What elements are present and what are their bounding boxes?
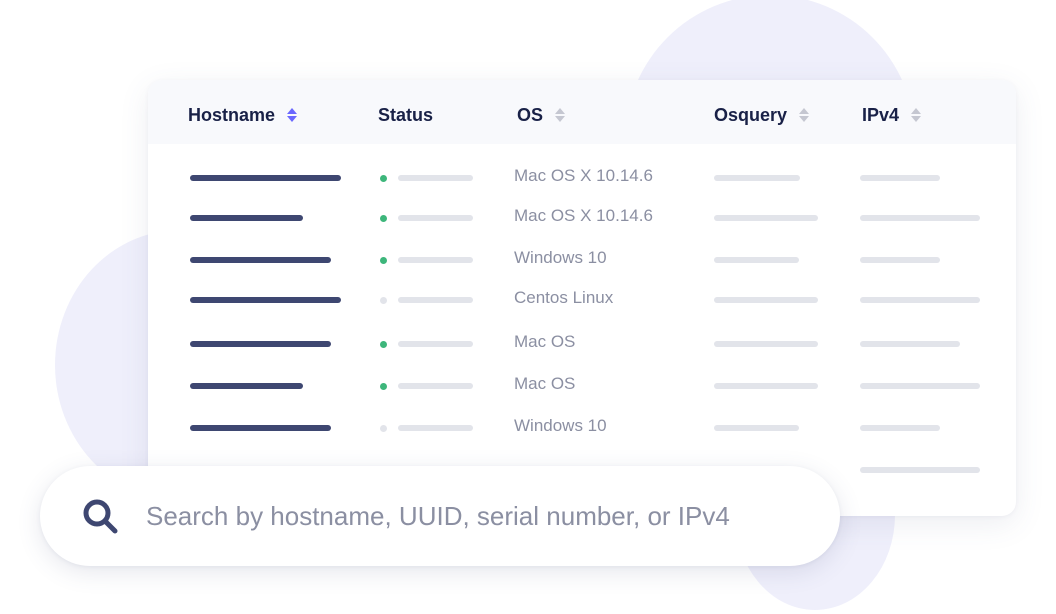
table-row[interactable]: Mac OS (148, 324, 1016, 364)
os-cell: Mac OS X 10.14.6 (514, 206, 653, 225)
sort-icon[interactable] (287, 108, 298, 122)
column-header-hostname[interactable]: Hostname (188, 104, 298, 126)
ipv4-placeholder (860, 467, 980, 473)
column-header-osquery[interactable]: Osquery (714, 104, 810, 126)
column-header-status[interactable]: Status (378, 104, 433, 126)
column-header-os[interactable]: OS (517, 104, 566, 126)
search-input[interactable] (146, 500, 826, 532)
column-header-ipv4[interactable]: IPv4 (862, 104, 922, 126)
ipv4-placeholder (860, 297, 980, 303)
column-label: Osquery (714, 104, 788, 125)
hostname-placeholder (190, 257, 331, 263)
osquery-placeholder (714, 215, 818, 221)
table-row[interactable]: Mac OS X 10.14.6 (148, 158, 1016, 198)
column-label: IPv4 (862, 104, 900, 125)
ipv4-placeholder (860, 425, 940, 431)
os-cell: Centos Linux (514, 288, 614, 307)
osquery-placeholder (714, 257, 799, 263)
hosts-table-card: Hostname Status OS Osquery IPv4 Mac OS X… (148, 80, 1016, 516)
status-dot-icon (380, 383, 387, 390)
table-row[interactable]: Windows 10 (148, 240, 1016, 280)
table-row[interactable]: Centos Linux (148, 280, 1016, 320)
table-header: Hostname Status OS Osquery IPv4 (148, 80, 1016, 144)
column-label: OS (517, 104, 544, 125)
hostname-placeholder (190, 297, 341, 303)
hostname-placeholder (190, 383, 303, 389)
table-row[interactable] (148, 450, 1016, 490)
ipv4-placeholder (860, 215, 980, 221)
hostname-placeholder (190, 215, 303, 221)
status-dot-icon (380, 215, 387, 222)
osquery-placeholder (714, 341, 818, 347)
table-row[interactable]: Mac OS (148, 366, 1016, 406)
osquery-placeholder (714, 297, 818, 303)
status-dot-icon (380, 257, 387, 264)
sort-icon[interactable] (799, 108, 810, 122)
table-row[interactable]: Mac OS X 10.14.6 (148, 198, 1016, 238)
status-placeholder (398, 215, 473, 221)
status-placeholder (398, 425, 473, 431)
os-cell: Mac OS (514, 374, 576, 393)
ipv4-placeholder (860, 383, 980, 389)
osquery-placeholder (714, 425, 799, 431)
os-cell: Windows 10 (514, 248, 607, 267)
status-placeholder (398, 383, 473, 389)
search-bar[interactable] (40, 466, 840, 566)
status-placeholder (398, 297, 473, 303)
sort-icon[interactable] (911, 108, 922, 122)
os-cell: Mac OS (514, 332, 576, 351)
osquery-placeholder (714, 175, 800, 181)
column-label: Hostname (188, 104, 276, 125)
ipv4-placeholder (860, 341, 960, 347)
osquery-placeholder (714, 383, 818, 389)
hostname-placeholder (190, 425, 331, 431)
search-icon (83, 499, 118, 534)
status-dot-icon (380, 175, 387, 182)
status-dot-icon (380, 341, 387, 348)
table-row[interactable]: Windows 10 (148, 408, 1016, 448)
status-dot-icon (380, 297, 387, 304)
os-cell: Windows 10 (514, 416, 607, 435)
status-dot-icon (380, 425, 387, 432)
status-placeholder (398, 175, 473, 181)
ipv4-placeholder (860, 175, 940, 181)
os-cell: Mac OS X 10.14.6 (514, 166, 653, 185)
status-placeholder (398, 341, 473, 347)
hostname-placeholder (190, 175, 341, 181)
status-placeholder (398, 257, 473, 263)
sort-icon[interactable] (555, 108, 566, 122)
ipv4-placeholder (860, 257, 940, 263)
hostname-placeholder (190, 341, 331, 347)
column-label: Status (378, 104, 434, 125)
